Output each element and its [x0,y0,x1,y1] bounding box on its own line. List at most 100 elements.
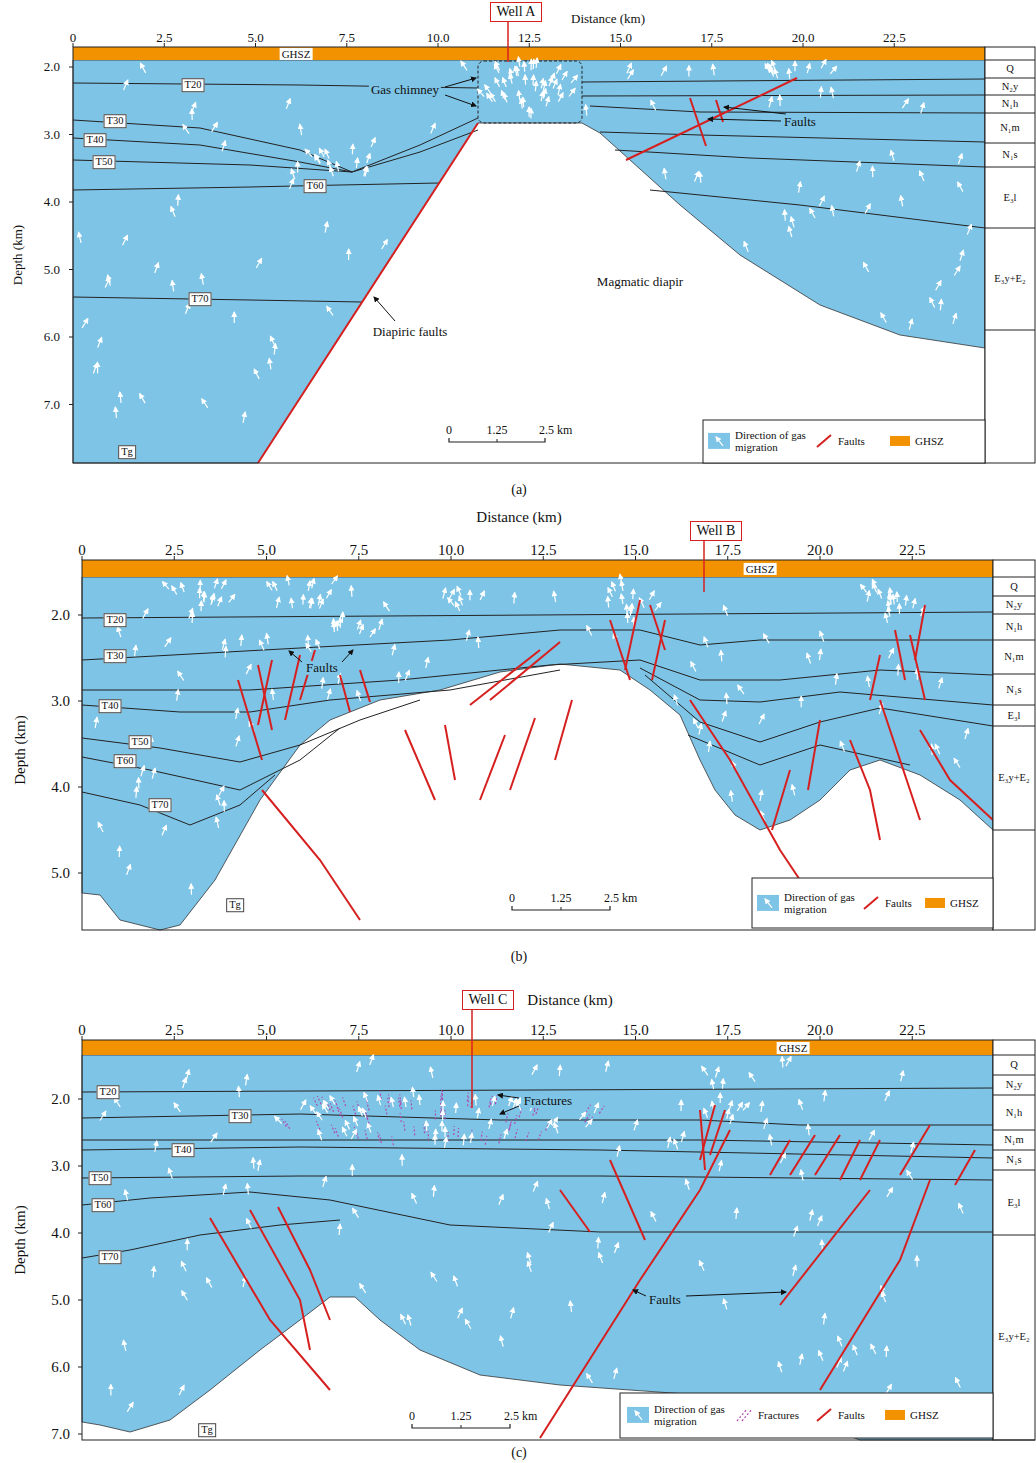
formation-label: E₃l [1004,192,1017,204]
horizon-line [82,1140,993,1145]
fracture-mark [435,1111,436,1120]
ghsz-band [82,560,993,577]
horizon-label: T20 [104,613,127,627]
legend-item: Fractures [735,1408,799,1422]
scale-tick [497,439,498,442]
gas-migration-arrow [634,1120,637,1130]
gas-migration-arrow [351,586,353,597]
gas-migration-arrow [138,778,140,789]
axis-tick-label: 6.0 [51,1359,70,1376]
gas-migration-arrow [95,717,97,728]
fault-line [915,605,925,660]
gas-migration-arrow [958,182,963,192]
column-divider [993,1055,1035,1056]
gas-migration-arrow [291,598,292,608]
legend-line-sample [735,1408,753,1422]
fracture-mark [440,1096,441,1105]
gas-migration-arrow [800,1354,802,1365]
gas-migration-arrow [699,172,700,183]
gas-migration-arrow [408,1315,411,1326]
formation-label: E₃l [1008,710,1021,722]
gas-migration-arrow [896,592,898,602]
gas-migration-arrow [651,1212,656,1222]
legend-box [752,878,993,928]
axis-tick-label: 20.0 [792,31,815,45]
gas-migration-arrow [511,1308,514,1319]
legend-item: Faults [862,896,912,910]
panel-caption: (c) [511,1445,527,1460]
ghsz-band [73,47,985,60]
gas-migration-arrow [431,123,435,133]
gas-migration-arrow [461,61,467,70]
gas-migration-arrow [311,599,313,609]
gas-migration-arrow [801,1170,803,1181]
axis-title: Distance (km) [476,509,561,526]
gas-migration-arrow [100,1111,106,1120]
gas-migration-arrow [835,674,836,685]
gas-migration-arrow [551,73,555,82]
gas-migration-arrow [183,1078,186,1089]
gas-migration-arrow [764,1118,767,1128]
gas-migration-arrow [362,1108,366,1117]
horizon-line [73,118,478,172]
gas-migration-arrow [405,670,409,680]
fault-line [610,1160,645,1240]
gas-migration-arrow [779,95,781,106]
gas-migration-arrow [336,162,338,172]
gas-migration-arrow [225,646,227,657]
gas-migration-arrow [269,358,271,369]
gas-migration-arrow [459,596,462,605]
column-divider [993,830,1035,831]
horizon-label: T70 [149,798,172,812]
axis-tick-label: 3.0 [51,693,70,710]
well-line [471,1010,473,1108]
scale-label: 2.5 km [539,424,572,437]
gas-migration-arrow [713,64,715,75]
axis-tick-label: 15.0 [622,542,648,559]
region-label: Magmatic diapir [595,275,685,289]
gas-migration-arrow [162,825,166,835]
fault-line [258,123,478,463]
axis-tick-label: 7.0 [51,1426,70,1443]
axis-tick [69,404,73,405]
gas-migration-arrow [98,337,102,347]
gas-migration-arrow [953,313,956,324]
axis-tick-label: 17.5 [715,542,741,559]
axis-tick-label: 5.0 [257,542,276,559]
gas-migration-arrow [222,639,225,650]
gas-migration-arrow [333,619,334,629]
gas-migration-arrow [426,1121,428,1131]
formation-label: Q [1010,581,1018,593]
fault-line [278,1207,330,1320]
gas-migration-arrow [612,582,616,591]
gas-migration-arrow [693,719,698,729]
fracture-mark [495,1095,497,1104]
fault-line [820,1180,930,1390]
fault-line [700,1105,715,1160]
gas-migration-arrow [553,79,557,88]
gas-migration-arrow [254,369,259,379]
column-divider [993,1130,1035,1131]
axis-title: Distance (km) [571,12,645,26]
fault-line [895,630,905,680]
gas-migration-arrow [503,78,507,87]
gas-migration-arrow [302,595,304,605]
scale-tick [561,907,562,910]
fault-line [360,670,370,702]
axis-tick [78,873,82,874]
legend-text: GHSZ [910,1409,939,1421]
gas-migration-arrow [513,593,515,604]
gas-migration-arrow [935,744,940,754]
legend-fault [817,435,831,447]
gas-migration-arrow [907,1170,913,1179]
gas-migration-arrow [546,1199,549,1210]
legend-swatch [890,436,910,446]
axis-tick [69,67,73,68]
gas-migration-arrow [322,678,323,689]
callout-label: Faults [304,661,340,675]
scale-label: 1.25 [551,892,572,905]
gas-migration-arrow [765,64,770,73]
gas-migration-arrow [276,597,279,608]
gas-migration-arrow [781,1057,783,1068]
gas-migration-arrow [229,594,235,602]
